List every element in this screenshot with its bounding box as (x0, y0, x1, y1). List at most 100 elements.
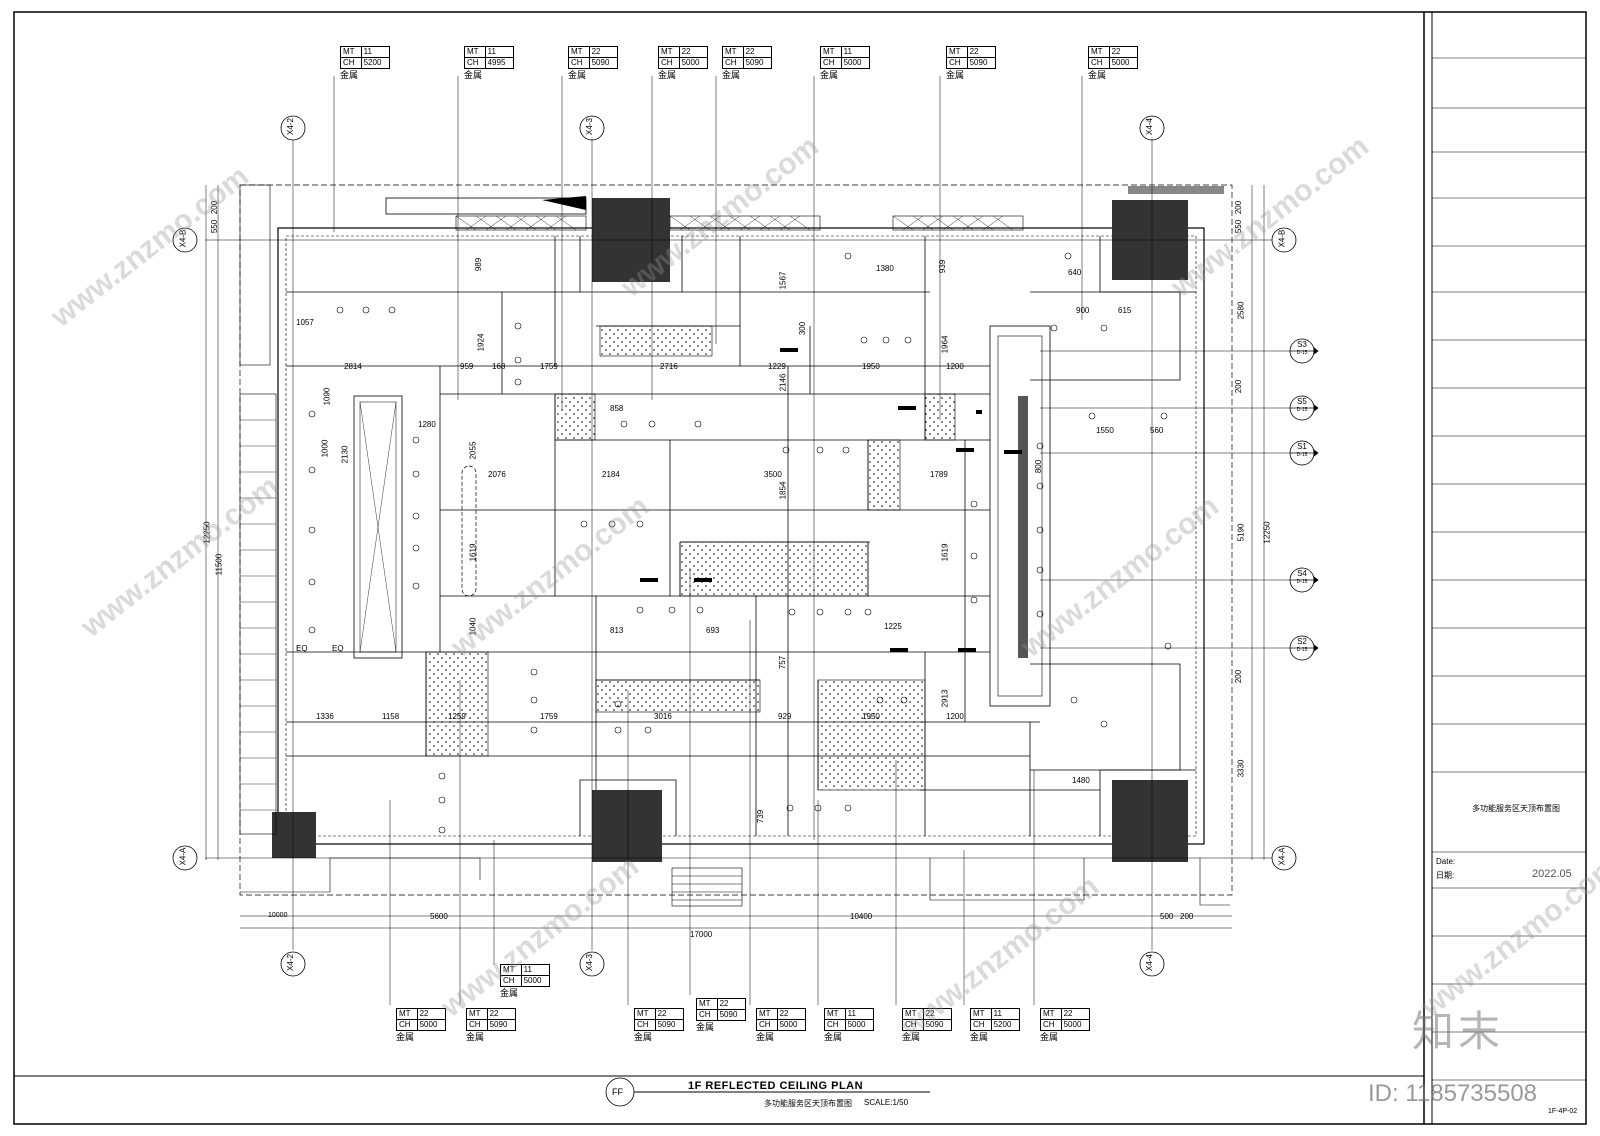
dimension-interior: 1225 (884, 622, 902, 631)
drawing-title-cn: 多功能服务区天顶布置图 (764, 1099, 852, 1108)
dimension-right-overall: 12250 (1262, 521, 1272, 544)
section-id: S4 (1297, 569, 1307, 578)
title-marker: FF (612, 1087, 623, 1097)
ch-label: CH (722, 57, 744, 69)
mt-value: 22 (416, 1008, 447, 1020)
ch-label: CH (466, 1019, 488, 1031)
dimension-interior: 757 (778, 655, 788, 670)
ch-value: 5000 (416, 1019, 447, 1031)
mt-label: MT (970, 1008, 992, 1020)
dimension-interior: 1158 (382, 712, 400, 721)
dimension-interior: 900 (1076, 306, 1090, 315)
dimension-interior: 1259 (448, 712, 466, 721)
section-ref: D-15 (1296, 647, 1308, 653)
mt-label: MT (824, 1008, 846, 1020)
dimension-right-inner: 5190 (1236, 523, 1246, 542)
grid-label-right-2: X4-A (1277, 847, 1287, 866)
dimension-interior: 1090 (322, 387, 332, 406)
dimension-interior: 929 (778, 712, 792, 721)
dimension-interior: 959 (460, 362, 474, 371)
grid-label-left-2: X4-A (178, 847, 188, 866)
title-block-date-label-en: Date: (1436, 857, 1456, 866)
grid-label-bottom-3: X4-4 (1144, 954, 1154, 971)
dimension-right-5: 200 (1234, 669, 1244, 684)
dimension-interior: 1619 (940, 543, 950, 562)
section-id: S2 (1297, 637, 1307, 646)
dimension-right-6: 3330 (1236, 759, 1246, 778)
mt-label: MT (464, 46, 486, 58)
watermark-id: ID: 1185735508 (1368, 1080, 1538, 1107)
mt-value: 11 (360, 46, 391, 58)
dimension-left-top-1: 550 (210, 219, 220, 234)
dimension-right-3: 2580 (1236, 301, 1246, 320)
ch-label: CH (824, 1019, 846, 1031)
mt-value: 22 (1108, 46, 1139, 58)
ch-label: CH (696, 1009, 718, 1021)
dimension-interior: 1854 (778, 481, 788, 500)
ch-value: 5000 (1108, 57, 1139, 69)
ch-value: 5200 (990, 1019, 1021, 1031)
dimension-bottom-3: 10400 (850, 912, 873, 921)
ch-label: CH (820, 57, 842, 69)
mt-value: 11 (840, 46, 871, 58)
dimension-interior: 2184 (602, 470, 620, 479)
section-ref: D-15 (1296, 350, 1308, 356)
material-name: 金属 (1040, 1032, 1059, 1042)
dimension-interior: 693 (706, 626, 720, 635)
dimension-interior: 560 (1150, 426, 1164, 435)
dimension-interior: 1000 (320, 439, 330, 458)
material-name: 金属 (568, 70, 587, 80)
ch-label: CH (464, 57, 486, 69)
dimension-interior: 1229 (768, 362, 786, 371)
ch-value: 5000 (844, 1019, 875, 1031)
dimension-interior: 1619 (468, 543, 478, 562)
mt-label: MT (1088, 46, 1110, 58)
title-block-drawing-name: 多功能服务区天顶布置图 (1472, 804, 1560, 813)
grid-label-bottom-1: X4-2 (285, 954, 295, 971)
dimension-interior: 1200 (946, 712, 964, 721)
dimension-interior: 2146 (778, 373, 788, 392)
dimension-interior: 939 (938, 259, 948, 274)
mt-label: MT (696, 998, 718, 1010)
dimension-interior: 800 (1034, 459, 1044, 474)
dimension-interior: 300 (798, 321, 808, 336)
dimension-interior: 739 (756, 809, 766, 824)
mt-value: 22 (486, 1008, 517, 1020)
dimension-bottom-1: 10000 (268, 912, 288, 919)
material-name: 金属 (396, 1032, 415, 1042)
dimension-interior: 2130 (340, 445, 350, 464)
mt-label: MT (722, 46, 744, 58)
mt-label: MT (946, 46, 968, 58)
ch-value: 5090 (966, 57, 997, 69)
dimension-interior: 1336 (316, 712, 334, 721)
material-name: 金属 (970, 1032, 989, 1042)
material-name: 金属 (466, 1032, 485, 1042)
dimension-interior: EQ (332, 644, 344, 653)
section-ref: D-15 (1296, 407, 1308, 413)
material-name: 金属 (500, 988, 519, 998)
dimension-interior: 640 (1068, 268, 1082, 277)
dimension-interior: 1759 (540, 362, 558, 371)
dimension-interior: 3016 (654, 712, 672, 721)
ch-value: 5090 (588, 57, 619, 69)
material-name: 金属 (756, 1032, 775, 1042)
ch-label: CH (1040, 1019, 1062, 1031)
title-block-date-value: 2022.05 (1532, 868, 1572, 880)
material-name: 金属 (722, 70, 741, 80)
grid-label-bottom-2: X4-3 (584, 954, 594, 971)
ch-value: 5090 (716, 1009, 747, 1021)
